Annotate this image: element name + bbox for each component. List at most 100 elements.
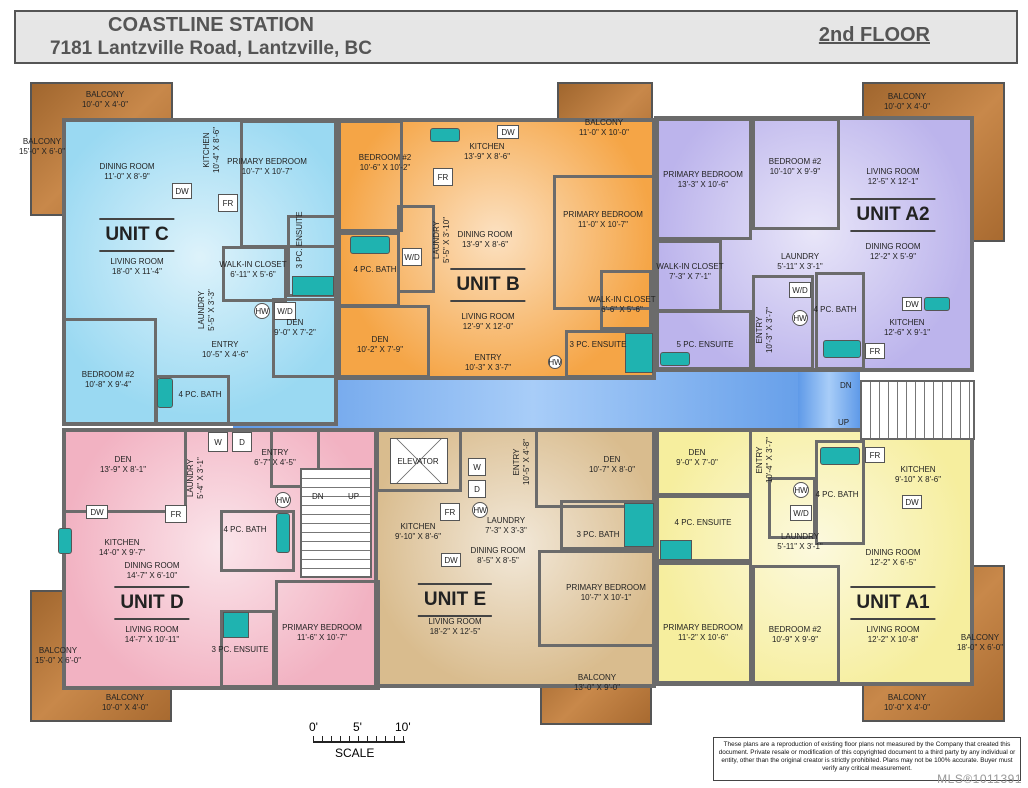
room-dimensions: 5'-4" X 3'-1" [196,457,205,499]
building-name: COASTLINE STATION [108,14,314,36]
room-name: 4 PC. BATH [815,490,859,499]
room-dimensions: 13'-0" X 9'-0" [573,683,621,692]
fridge-icon: FR [440,503,460,521]
room-dimensions: 10'-4" X 3'-7" [765,436,774,484]
dishwasher-icon: DW [902,297,922,311]
unit-title-d: UNIT D [114,586,190,620]
room-dimensions: 13'-9" X 8'-6" [461,240,509,249]
dishwasher-icon: DW [441,553,461,567]
room-dimensions: 6'-11" X 5'-6" [230,270,276,279]
room-dimensions: 12'-2" X 6'-5" [869,558,917,567]
interior-wall [553,175,655,310]
interior-wall [62,318,157,425]
hot-water-tank-icon: HW [275,492,291,508]
washer-icon: W [468,458,486,476]
room-name: PRIMARY BEDROOM [663,623,743,632]
room-dimensions: 14'-0" X 9'-7" [98,548,146,557]
fridge-icon: FR [865,343,885,359]
stairs-down-label: DN [312,492,324,501]
room-dimensions: 10'-4" X 8'-6" [212,126,221,174]
room-label: 3 PC. ENSUITE [212,645,269,655]
shower-icon [624,503,654,547]
room-dimensions: 8'-5" X 8'-5" [477,556,519,565]
room-name: ENTRY [211,340,239,349]
room-name: WALK-IN CLOSET [656,262,724,271]
room-name: BEDROOM #2 [768,625,822,634]
room-dimensions: 10'-0" X 4'-0" [883,703,931,712]
fridge-icon: FR [218,194,238,212]
room-dimensions: 10'-5" X 4'-8" [522,438,531,486]
room-dimensions: 9'-10" X 8'-6" [394,532,442,541]
plan-header: COASTLINE STATION 7181 Lantzville Road, … [14,10,1018,64]
room-name: LAUNDRY [186,458,195,498]
room-name: 3 PC. ENSUITE [295,211,304,269]
bathtub-icon [924,297,950,311]
unit-a2 [654,116,974,372]
stairs-down-label: DN [840,381,852,390]
room-name: LIVING ROOM [866,625,920,634]
bathtub-icon [350,236,390,254]
fridge-icon: FR [165,505,187,523]
interior-wall [220,510,295,572]
room-label: ELEVATOR [397,457,438,467]
room-name: BALCONY [22,137,62,146]
fridge-icon: FR [433,168,453,186]
bathtub-icon [823,340,861,358]
interior-wall [815,440,865,545]
room-dimensions: 11'-6" X 10'-7" [297,633,347,642]
bathtub-icon [157,378,173,408]
room-dimensions: 10'-9" X 9'-9" [771,635,819,644]
room-name: LIVING ROOM [110,257,164,266]
dishwasher-icon: DW [86,505,108,519]
room-dimensions: 10'-5" X 4'-6" [201,350,249,359]
room-name: 4 PC. BATH [223,525,267,534]
room-dimensions: 6'-6" X 5'-6" [601,305,643,314]
interior-wall [220,610,275,688]
room-name: 4 PC. BATH [353,265,397,274]
room-dimensions: 11'-0" X 8'-9" [104,172,150,181]
room-name: DINING ROOM [99,162,155,171]
dishwasher-icon: DW [902,495,922,509]
room-name: WALK-IN CLOSET [588,295,656,304]
room-name: 4 PC. ENSUITE [674,518,732,527]
room-name: BEDROOM #2 [81,370,135,379]
room-dimensions: 15'-0" X 6'-0" [18,147,66,156]
room-dimensions: 10'-7" X 8'-0" [588,465,636,474]
room-dimensions: 5'-5" X 3'-10" [442,216,451,264]
room-name: DINING ROOM [457,230,513,239]
interior-wall [560,500,656,550]
room-name: BALCONY [584,118,624,127]
room-name: WALK-IN CLOSET [219,260,287,269]
room-name: BEDROOM #2 [768,157,822,166]
room-name: DINING ROOM [470,546,526,555]
room-dimensions: 12'-6" X 9'-1" [883,328,931,337]
interior-wall [338,305,430,378]
room-dimensions: 14'-7" X 10'-11" [124,635,180,644]
room-name: LIVING ROOM [428,617,482,626]
room-name: KITCHEN [202,132,211,168]
room-dimensions: 5'-5" X 3'-3" [207,289,216,331]
room-label: 3 PC. BATH [577,530,620,540]
room-name: DEN [688,448,706,457]
bathtub-icon [58,528,72,554]
room-label: 3 PC. ENSUITE [570,340,627,350]
stairs-left [300,468,372,578]
fridge-icon: FR [865,447,885,463]
room-dimensions: 10'-2" X 7'-9" [356,345,404,354]
washer-icon: W [208,432,228,452]
